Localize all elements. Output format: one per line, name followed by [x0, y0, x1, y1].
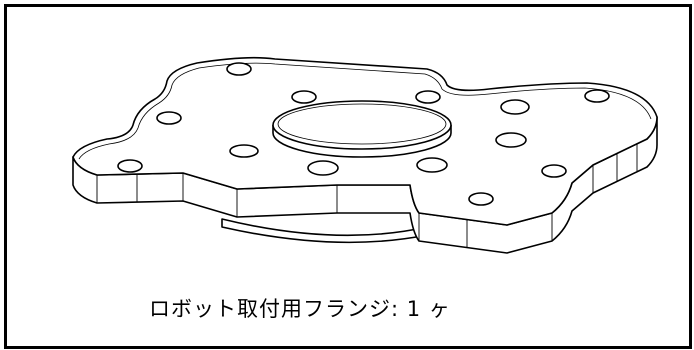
hole: [500, 99, 530, 115]
figure-frame: ロボット取付用フランジ: 1 ヶ: [4, 4, 692, 349]
part-caption: ロボット取付用フランジ: 1 ヶ: [149, 297, 451, 321]
hole: [156, 111, 182, 125]
center-boss: [272, 100, 452, 158]
hole: [117, 159, 143, 173]
hole: [468, 192, 494, 206]
hole: [495, 132, 527, 148]
hole: [584, 89, 610, 103]
hole: [226, 62, 252, 76]
mounting-holes: [117, 62, 610, 206]
flange-underside-ring: [221, 218, 428, 244]
hole: [291, 90, 317, 104]
hole: [416, 157, 448, 173]
hole: [541, 164, 567, 178]
hole: [307, 160, 339, 176]
flange-illustration: [72, 56, 658, 254]
hole: [229, 144, 259, 158]
hole: [415, 90, 441, 104]
